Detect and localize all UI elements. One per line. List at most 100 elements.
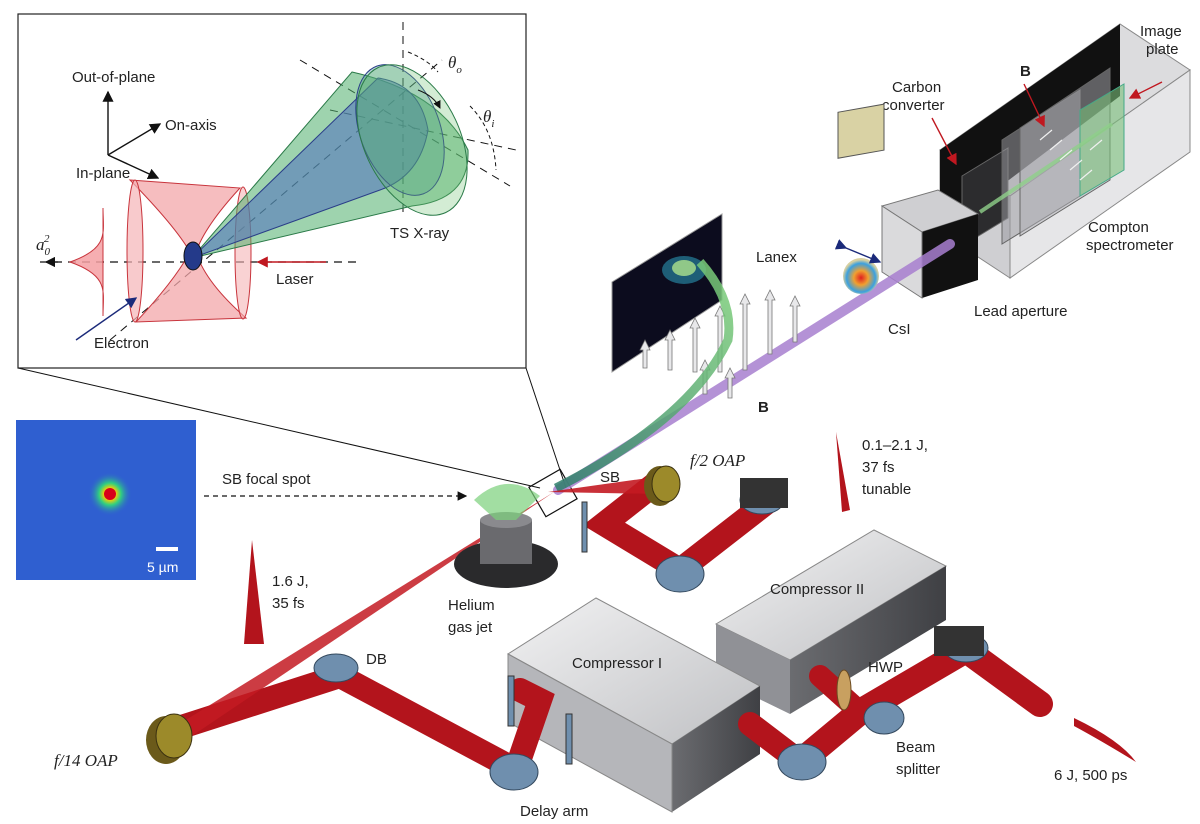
delay-arm-label: Delay arm bbox=[520, 803, 588, 820]
compressor-ii-front bbox=[716, 624, 790, 714]
laser-focus-left-face bbox=[126, 179, 144, 323]
pulse-db-shape bbox=[244, 540, 264, 644]
beam-splitter-label-1: Beam bbox=[896, 739, 935, 756]
spectrometer-field-arrows bbox=[1039, 129, 1103, 181]
carbon-label-2: converter bbox=[882, 97, 945, 114]
pulse-tunable-label-1: 0.1–2.1 J, bbox=[862, 437, 928, 454]
compton-label-2: spectrometer bbox=[1086, 237, 1174, 254]
mirror-sb-lower bbox=[655, 555, 705, 593]
pulse-db-label-1: 1.6 J, bbox=[272, 573, 309, 590]
main-beam-input bbox=[787, 634, 1053, 775]
on-axis-label: On-axis bbox=[165, 117, 217, 134]
carbon-label-1: Carbon bbox=[892, 79, 941, 96]
compressor-i-side bbox=[672, 686, 760, 812]
theta-o-arc bbox=[407, 51, 439, 73]
blue-xray-cone bbox=[191, 77, 429, 259]
focal-spot-core bbox=[104, 488, 116, 500]
out-of-plane-label: Out-of-plane bbox=[72, 69, 155, 86]
mirror-beam-splitter bbox=[863, 701, 905, 735]
laser-focus-cone bbox=[128, 179, 248, 323]
sb-flat-mirror bbox=[581, 501, 588, 553]
f2-oap-face bbox=[651, 465, 681, 503]
compton-label-1: Compton bbox=[1088, 219, 1149, 236]
electron-arrow bbox=[75, 297, 138, 341]
focal-spot-label: SB focal spot bbox=[222, 471, 311, 488]
csi-move-arrow bbox=[834, 239, 882, 264]
f14-oap-face bbox=[155, 713, 193, 759]
mirror-compressor-i bbox=[777, 743, 827, 781]
in-plane-axis bbox=[107, 154, 160, 179]
lead-aperture-label: Lead aperture bbox=[974, 303, 1067, 320]
hwp-plate bbox=[836, 669, 852, 711]
f14-oap-label: f/14 OAP bbox=[54, 751, 118, 770]
on-axis-axis bbox=[107, 123, 162, 156]
delay-mirror-1 bbox=[507, 675, 515, 727]
spectrometer-beam bbox=[978, 122, 1114, 214]
input-pulse-shape bbox=[1074, 718, 1136, 762]
helium-label-2: gas jet bbox=[448, 619, 493, 636]
compressor-i-label: Compressor I bbox=[572, 655, 662, 672]
pulse-db-label-2: 35 fs bbox=[272, 595, 305, 612]
sb-label: SB bbox=[600, 469, 620, 486]
lanex-halo bbox=[662, 256, 706, 284]
input-pulse-label: 6 J, 500 ps bbox=[1054, 767, 1127, 784]
csi-label: CsI bbox=[888, 321, 911, 338]
db-beam bbox=[160, 663, 528, 782]
b-label-top: B bbox=[1020, 63, 1031, 80]
f14-oap bbox=[146, 713, 193, 764]
focal-spot-image: 5 µm bbox=[16, 420, 196, 580]
beam-splitter-label-2: splitter bbox=[896, 761, 940, 778]
compressor-ii-label: Compressor II bbox=[770, 581, 864, 598]
pulse-tunable-label-3: tunable bbox=[862, 481, 911, 498]
helium-label-1: Helium bbox=[448, 597, 495, 614]
mirror-db bbox=[313, 653, 359, 683]
a0-profile bbox=[68, 207, 104, 317]
helium-gas-jet bbox=[454, 483, 558, 588]
scale-bar bbox=[156, 547, 178, 551]
b-top-arrow bbox=[1023, 83, 1045, 128]
ts-xray-label: TS X-ray bbox=[390, 225, 450, 242]
sb-beam bbox=[582, 468, 782, 585]
lanex-label: Lanex bbox=[756, 249, 797, 266]
csi-detector bbox=[837, 103, 885, 294]
mirror-mount-input bbox=[934, 626, 984, 656]
image-plate-arrow bbox=[1128, 81, 1163, 99]
theta-o-label: θo bbox=[448, 53, 462, 76]
delay-mirror-2 bbox=[565, 713, 573, 765]
b-label-mid: B bbox=[758, 399, 769, 416]
csi-frame bbox=[837, 103, 885, 159]
scale-label: 5 µm bbox=[147, 559, 178, 575]
pulse-tunable-label-2: 37 fs bbox=[862, 459, 895, 476]
lead-side bbox=[922, 214, 978, 298]
theta-i-label: θi bbox=[483, 107, 494, 130]
zoom-line-left bbox=[17, 367, 541, 489]
mirror-mount-sb bbox=[740, 478, 788, 508]
laser-label: Laser bbox=[276, 271, 314, 288]
gas-plume bbox=[474, 483, 540, 520]
electron-beam bbox=[553, 259, 734, 493]
hwp-label: HWP bbox=[868, 659, 903, 676]
pulse-tunable-shape bbox=[836, 432, 850, 512]
image-plate-label-1: Image bbox=[1140, 23, 1182, 40]
db-label: DB bbox=[366, 651, 387, 668]
a0-label: a02 bbox=[36, 233, 51, 258]
compton-spectrometer bbox=[939, 23, 1191, 279]
sb-focusing-cone bbox=[548, 478, 660, 494]
lanex-panel bbox=[611, 213, 723, 373]
interaction-spot bbox=[183, 241, 203, 271]
theta-o-arrow bbox=[417, 89, 441, 109]
carbon-arrow bbox=[931, 117, 957, 166]
f2-oap-label: f/2 OAP bbox=[690, 451, 745, 470]
lanex-screen bbox=[611, 213, 723, 373]
electron-label: Electron bbox=[94, 335, 149, 352]
csi-signal bbox=[843, 258, 879, 294]
theta-i-arc bbox=[469, 105, 497, 171]
in-plane-label: In-plane bbox=[76, 165, 130, 182]
interaction-inset: Out-of-plane On-axis In-plane a02 θo θi … bbox=[17, 13, 527, 369]
zoom-line-right bbox=[525, 367, 567, 489]
image-plate-label-2: plate bbox=[1146, 41, 1179, 58]
f2-oap bbox=[644, 465, 681, 506]
delay-arm-beam bbox=[504, 678, 555, 782]
mirror-delay bbox=[489, 753, 539, 791]
